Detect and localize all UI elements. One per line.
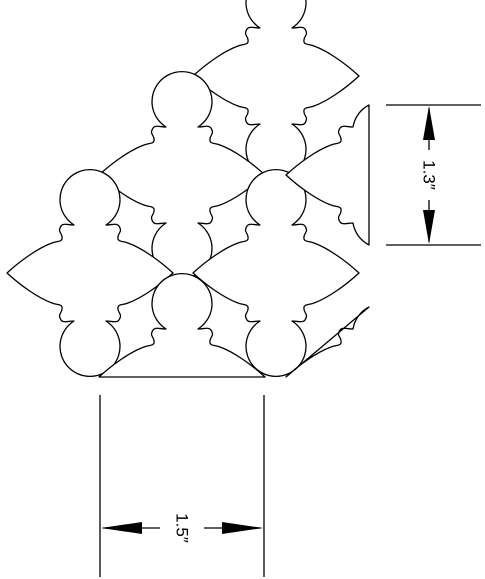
width-dimension-label: 1.5″ bbox=[173, 513, 192, 543]
corner-piece-right bbox=[285, 104, 370, 246]
width-label-gap bbox=[160, 514, 204, 542]
half-quatrefoil-tile bbox=[98, 272, 266, 378]
width-arrow-right bbox=[222, 522, 263, 534]
height-arrow-top bbox=[423, 106, 435, 140]
corner-piece-bottom-right bbox=[285, 306, 370, 378]
height-label-gap bbox=[418, 150, 440, 200]
height-dimension-label: 1.3″ bbox=[420, 160, 439, 190]
height-arrow-bottom bbox=[423, 210, 435, 244]
width-arrow-left bbox=[101, 522, 142, 534]
